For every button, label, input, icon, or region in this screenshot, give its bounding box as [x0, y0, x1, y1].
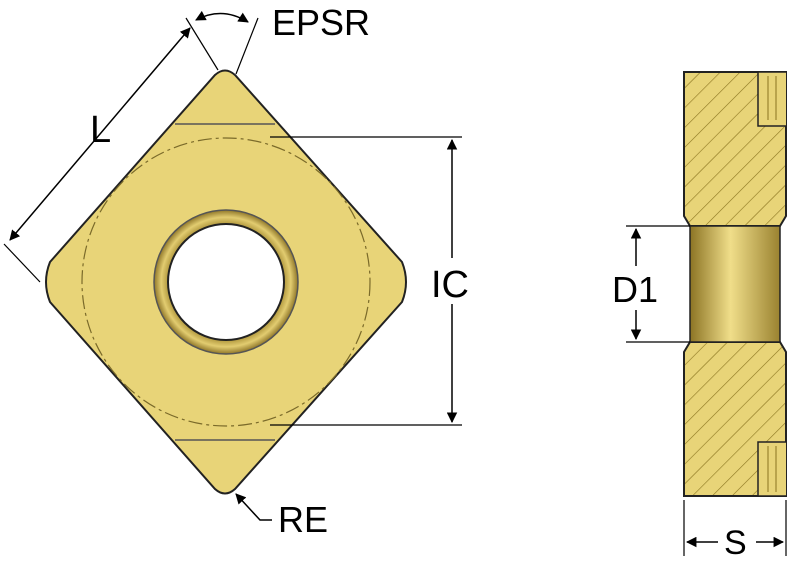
hole — [167, 223, 285, 341]
l-extension-top — [185, 17, 219, 71]
epsr-label: EPSR — [272, 2, 370, 43]
d1-label: D1 — [612, 269, 658, 310]
l-dimension-line — [9, 27, 191, 241]
epsr-arc — [195, 10, 249, 23]
epsr-extension — [235, 17, 259, 75]
groove-top — [757, 71, 786, 127]
s-label: S — [724, 524, 747, 562]
side-view: D1 S — [608, 71, 787, 562]
bore — [689, 225, 781, 343]
l-label: L — [90, 109, 111, 151]
re-leader — [235, 493, 272, 521]
groove-bottom — [757, 441, 786, 497]
ic-label: IC — [431, 264, 469, 306]
inscribed-circle — [81, 137, 371, 427]
front-view: L EPSR IC RE — [3, 2, 476, 540]
re-label: RE — [278, 499, 328, 540]
l-extension-bottom — [3, 243, 41, 283]
